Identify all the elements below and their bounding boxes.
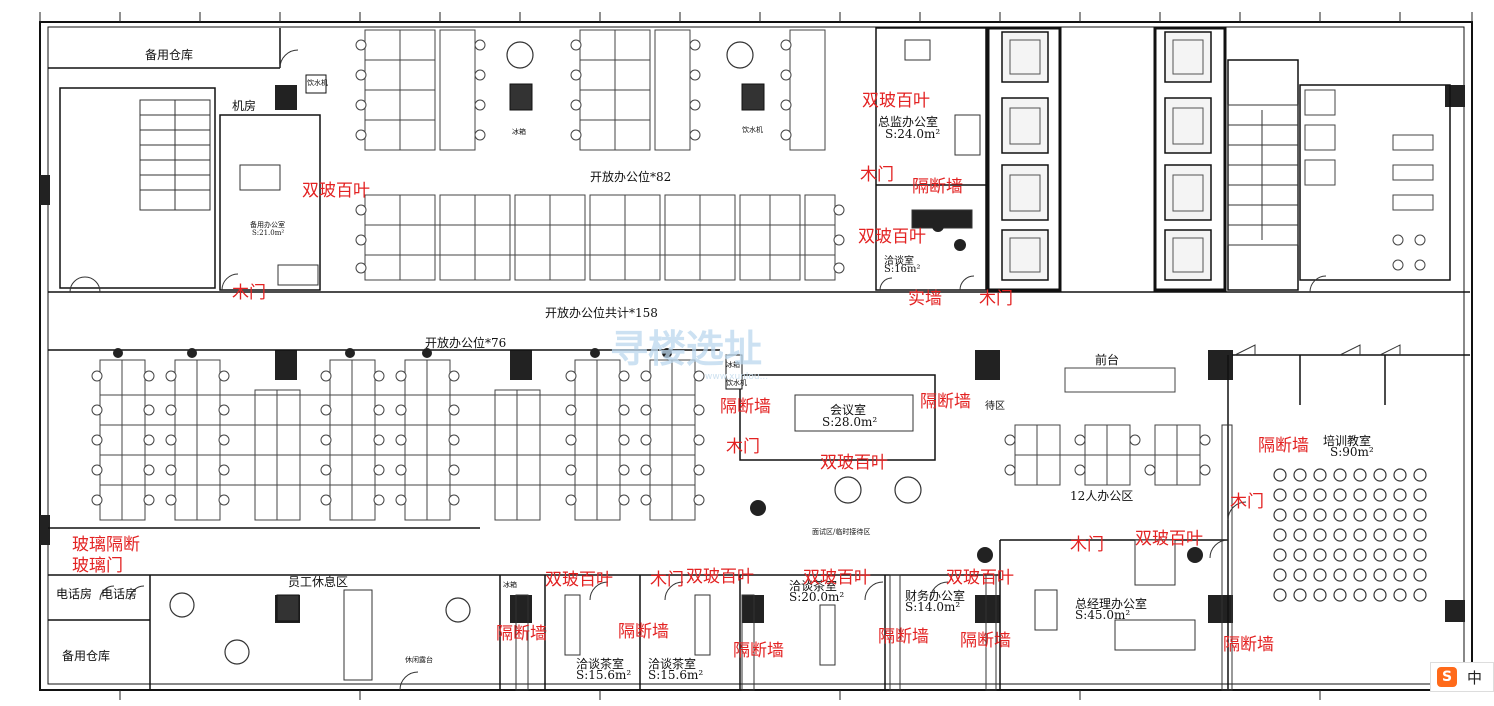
room-waiting: 待区 — [985, 401, 1005, 412]
label-water-dispenser-3: 饮水机 — [726, 379, 747, 387]
room-interview: 面试区/临时接待区 — [812, 528, 871, 536]
ime-language[interactable]: 中 — [1467, 668, 1483, 687]
annotation-partition-wall: 隔断墙 — [496, 624, 547, 644]
plants — [113, 220, 1203, 563]
room-staff-lounge: 员工休息区 — [288, 575, 349, 589]
room-tea-2-area: S:15.6m² — [648, 668, 704, 682]
label-fridge-3: 冰箱 — [503, 581, 517, 589]
room-training: 培训教室 — [1323, 434, 1372, 448]
annotation-double-glass-blinds: 双玻百叶 — [862, 91, 930, 111]
annotation-wood-door: 木门 — [1230, 492, 1264, 512]
room-storage-bottom: 备用仓库 — [62, 649, 111, 663]
annotation-double-glass-blinds: 双玻百叶 — [1135, 529, 1203, 549]
annotation-double-glass-blinds: 双玻百叶 — [686, 567, 754, 587]
label-water-dispenser-2: 饮水机 — [742, 126, 763, 134]
annotation-partition-wall: 隔断墙 — [618, 622, 669, 642]
room-open-office-76: 开放办公位*76 — [425, 336, 507, 350]
elevator-inner — [1009, 39, 1204, 273]
room-12-person: 12人办公区 — [1070, 489, 1134, 503]
room-conference-area: S:28.0m² — [822, 415, 878, 429]
room-phone-1: 电话房 — [56, 587, 93, 601]
room-spare-office: 备用办公室 — [250, 221, 285, 229]
annotation-double-glass-blinds: 双玻百叶 — [302, 181, 370, 201]
annotation-double-glass-blinds: 双玻百叶 — [946, 568, 1014, 588]
room-open-total: 开放办公位共计*158 — [545, 306, 658, 320]
annotation-double-glass-blinds: 双玻百叶 — [545, 570, 613, 590]
room-finance-area: S:14.0m² — [905, 600, 961, 614]
room-gm-office-area: S:45.0m² — [1075, 608, 1131, 622]
door-swings — [69, 49, 1401, 691]
annotation-wood-door: 木门 — [1070, 535, 1104, 555]
partition-hatching — [515, 424, 1233, 691]
room-tea-1-area: S:15.6m² — [576, 668, 632, 682]
label-water-dispenser-1: 饮水机 — [307, 79, 328, 87]
annotation-wood-door: 木门 — [726, 437, 760, 457]
annotation-double-glass-blinds: 双玻百叶 — [803, 568, 871, 588]
ime-logo-icon: S — [1437, 667, 1457, 687]
watermark-sub: www.xunlou... — [705, 372, 769, 382]
room-tea-2: 洽谈茶室 — [648, 657, 697, 671]
desk-clusters-middle — [99, 359, 1201, 521]
elevators — [1001, 31, 1212, 281]
room-phone-2: 电话房 — [101, 587, 138, 601]
annotation-partition-wall: 隔断墙 — [878, 627, 929, 647]
room-finance: 财务办公室 — [905, 589, 966, 603]
room-gm-office: 总经理办公室 — [1075, 597, 1148, 611]
annotation-glass-partition: 玻璃隔断 — [72, 535, 140, 555]
room-tea-3: 洽谈茶室 — [789, 579, 838, 593]
desk-clusters-upper — [364, 29, 836, 281]
room-director-office: 总监办公室 — [878, 115, 939, 129]
annotation-wood-door: 木门 — [232, 283, 266, 303]
annotation-double-glass-blinds: 双玻百叶 — [820, 453, 888, 473]
room-machine: 机房 — [232, 99, 257, 113]
training-chairs — [1273, 468, 1427, 602]
room-meeting-small-area: S:16m² — [884, 264, 921, 275]
room-open-office-82: 开放办公位*82 — [590, 170, 672, 184]
annotation-glass-door: 玻璃门 — [72, 556, 123, 576]
room-conference: 会议室 — [830, 403, 867, 417]
watermark: 寻楼选址 — [610, 327, 763, 371]
chairs — [91, 39, 1211, 506]
room-terrace: 休闲露台 — [405, 656, 433, 664]
column-ticks — [39, 12, 1473, 700]
annotation-partition-wall: 隔断墙 — [912, 177, 963, 197]
annotation-wood-door: 木门 — [650, 570, 684, 590]
furniture — [239, 39, 1196, 681]
round-tables — [169, 41, 922, 665]
annotation-partition-wall: 隔断墙 — [720, 397, 771, 417]
room-tea-3-area: S:20.0m² — [789, 590, 845, 604]
annotation-wood-door: 木门 — [979, 289, 1013, 309]
label-fridge-1: 冰箱 — [512, 128, 526, 136]
room-director-office-area: S:24.0m² — [885, 127, 941, 141]
room-tea-1: 洽谈茶室 — [576, 657, 625, 671]
appliances — [276, 74, 765, 622]
room-training-area: S:90m² — [1330, 445, 1374, 459]
annotation-partition-wall: 隔断墙 — [920, 392, 971, 412]
room-storage-top: 备用仓库 — [145, 48, 194, 62]
label-fridge-2: 冰箱 — [726, 361, 740, 369]
annotation-wood-door: 木门 — [860, 165, 894, 185]
annotation-partition-wall: 隔断墙 — [733, 641, 784, 661]
annotation-double-glass-blinds: 双玻百叶 — [858, 227, 926, 247]
room-spare-office-area: S:21.0m² — [252, 229, 285, 237]
ime-badge[interactable]: S 中 — [1430, 662, 1494, 692]
annotation-solid-wall: 实墙 — [908, 289, 942, 309]
annotation-partition-wall: 隔断墙 — [1258, 436, 1309, 456]
room-front-desk: 前台 — [1095, 353, 1120, 367]
restroom-fixtures — [1304, 89, 1434, 271]
annotation-partition-wall: 隔断墙 — [960, 631, 1011, 651]
stairs — [139, 99, 1299, 246]
room-meeting-small: 洽谈室 — [884, 256, 914, 267]
annotation-partition-wall: 隔断墙 — [1223, 635, 1274, 655]
